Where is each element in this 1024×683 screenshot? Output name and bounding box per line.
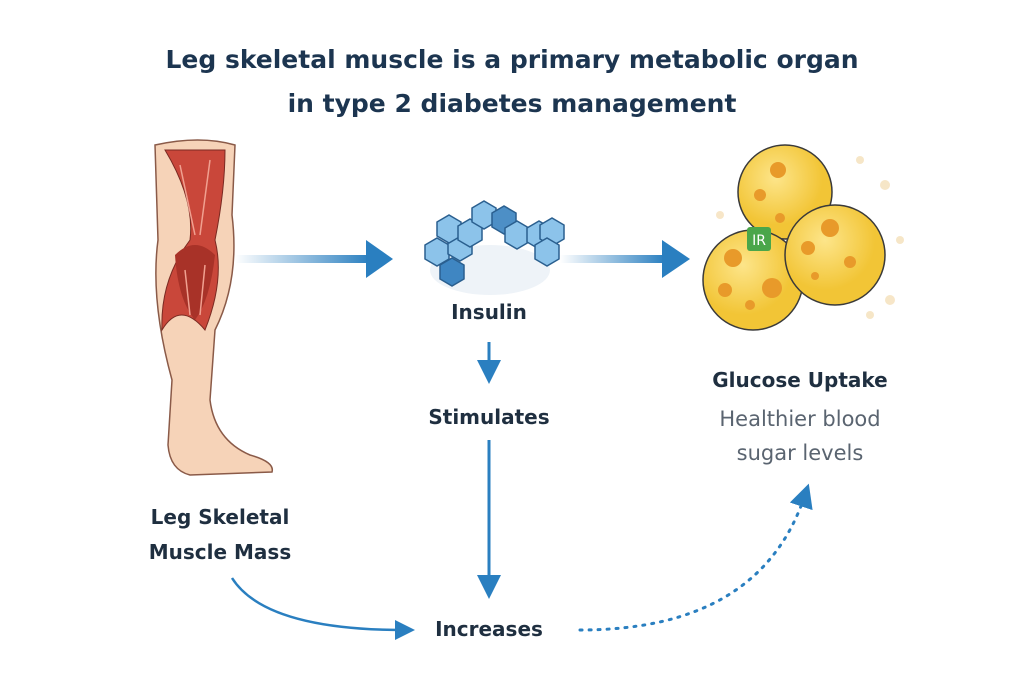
title-line-2: in type 2 diabetes management xyxy=(287,89,737,118)
diagram-title: Leg skeletal muscle is a primary metabol… xyxy=(0,38,1024,126)
dotted-arrow-increases-to-healthier xyxy=(578,483,813,632)
insulin-molecule-icon xyxy=(424,200,565,295)
label-healthier-blood-sugar: Healthier blood sugar levels xyxy=(680,402,920,470)
label-increases: Increases xyxy=(435,617,543,641)
label-glucose-uptake: Glucose Uptake xyxy=(712,368,888,392)
healthier-line-1: Healthier blood xyxy=(719,407,881,431)
leg-muscle-illustration xyxy=(154,139,274,476)
title-line-1: Leg skeletal muscle is a primary metabol… xyxy=(165,45,859,74)
label-insulin: Insulin xyxy=(451,300,527,324)
glucose-cells-illustration xyxy=(702,144,904,331)
leg-line-1: Leg Skeletal xyxy=(150,505,290,529)
leg-line-2: Muscle Mass xyxy=(148,540,292,564)
insulin-receptor-badge xyxy=(747,227,771,251)
arrow-leg-to-insulin xyxy=(235,255,370,263)
label-stimulates: Stimulates xyxy=(428,405,550,429)
arrow-leg-to-increases xyxy=(230,577,415,640)
healthier-line-2: sugar levels xyxy=(736,441,864,465)
ir-badge-label: IR xyxy=(752,233,766,249)
arrow-insulin-to-glucose xyxy=(560,255,665,263)
label-leg-skeletal-muscle-mass: Leg Skeletal Muscle Mass xyxy=(120,500,320,570)
